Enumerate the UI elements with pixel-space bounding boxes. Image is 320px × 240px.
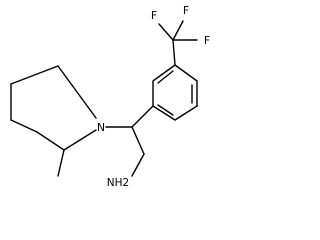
bond-ch-ch2 — [131, 126, 145, 155]
ring-bond-1 — [174, 64, 198, 82]
bond-c2-methyl — [57, 149, 65, 177]
piperidine-ring — [10, 65, 97, 177]
pip-bond-n-c2 — [63, 129, 97, 151]
ethylamine-chain — [105, 105, 154, 177]
pip-bond-c2-c3 — [36, 131, 65, 151]
pip-bond-c3-c4 — [10, 119, 38, 133]
benzene-ring — [152, 64, 198, 121]
bond-c-f2 — [172, 20, 184, 41]
amine-label: NH2 — [107, 177, 129, 189]
pip-bond-c6-n — [57, 65, 97, 119]
nitrogen-label: N — [97, 121, 105, 134]
fluorine-label-1: F — [151, 9, 157, 22]
ring-bond-3 — [174, 105, 198, 121]
pip-bond-c5-c6 — [10, 65, 59, 85]
ring-double-bond-2 — [157, 104, 174, 116]
fluorine-label-2: F — [183, 4, 189, 17]
ring-double-bond-3 — [157, 70, 174, 84]
bond-ch2-nh2 — [131, 153, 145, 177]
fluorine-label-3: F — [204, 34, 210, 47]
bond-cf3-ring — [172, 39, 176, 66]
bond-c-f1 — [158, 23, 174, 41]
bond-ring-ch — [131, 105, 154, 128]
structure-diagram: F F F N NH2 — [10, 4, 210, 189]
trifluoromethyl-group — [158, 20, 198, 66]
ring-bond-4 — [152, 105, 176, 121]
ring-bond-6 — [152, 64, 176, 82]
